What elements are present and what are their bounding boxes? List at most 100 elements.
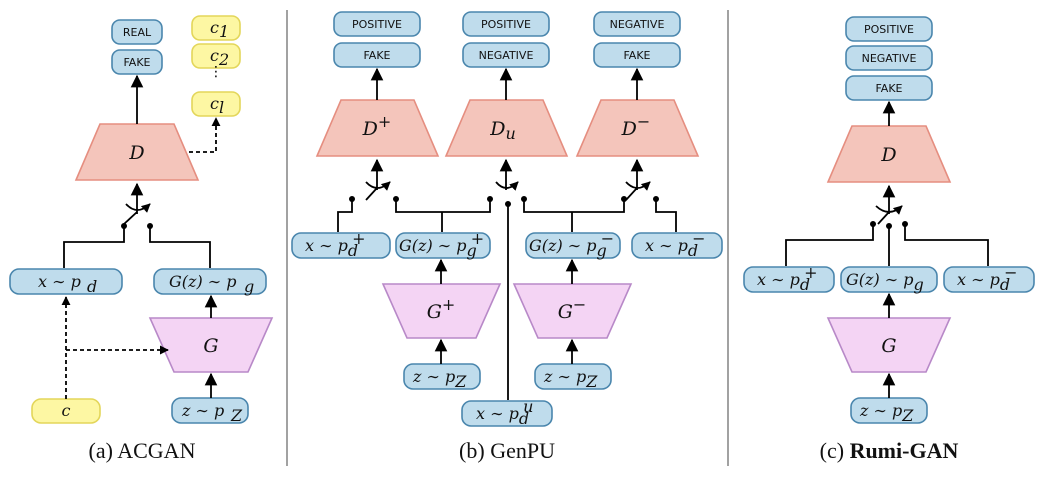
genpu-d-plus-label: D+ xyxy=(362,112,392,140)
genpu-dplus-output-1-label: POSITIVE xyxy=(352,18,402,31)
rumigan-output-2-label: NEGATIVE xyxy=(862,52,917,65)
genpu-switch-dminus-arc xyxy=(625,181,651,191)
genpu-d-plus xyxy=(315,99,440,157)
panel-genpu: POSITIVE FAKE POSITIVE NEGATIVE NEGATIVE… xyxy=(291,11,723,463)
genpu-noise-minus-box xyxy=(534,363,612,390)
genpu-caption: (b) GenPU xyxy=(459,438,555,463)
acgan-data-input-box xyxy=(9,268,123,295)
genpu-xplus-box xyxy=(291,232,391,259)
acgan-output-fake-label: FAKE xyxy=(123,56,150,69)
acgan-class-box-l xyxy=(191,91,241,117)
acgan-data-input-sub: d xyxy=(87,277,97,296)
genpu-gzminus-label: G(z) ∼ pg− xyxy=(529,229,614,260)
rumigan-wire-xminus xyxy=(904,224,989,266)
rumigan-xplus-label: x ∼ pd+ xyxy=(757,263,818,294)
acgan-noise-box xyxy=(171,397,249,424)
genpu-du-output-2-label: NEGATIVE xyxy=(479,49,534,62)
genpu-switch-dplus-arc xyxy=(365,181,391,191)
genpu-g-plus xyxy=(381,283,502,339)
acgan-gen-output-box xyxy=(153,268,267,295)
genpu-wire-gzminus-bus xyxy=(523,199,625,213)
rumigan-switch-arc xyxy=(875,205,903,215)
rumigan-noise-label: z ∼ pZ xyxy=(859,401,914,425)
acgan-output-real xyxy=(111,19,163,45)
rumigan-generator xyxy=(826,317,952,373)
genpu-gzplus-label: G(z) ∼ pg+ xyxy=(399,229,484,260)
genpu-du-output-1 xyxy=(462,11,550,37)
genpu-xu-label: x ∼ pdu xyxy=(476,397,533,428)
genpu-switch-dminus-lever xyxy=(625,187,638,201)
genpu-gzminus-box xyxy=(525,232,621,259)
genpu-du-output-1-label: POSITIVE xyxy=(481,18,531,31)
acgan-switch-lever xyxy=(123,211,138,225)
genpu-dplus-output-2-label: FAKE xyxy=(363,49,390,62)
genpu-wire-xminus xyxy=(655,199,677,232)
acgan-wire-gen xyxy=(149,226,211,268)
genpu-dminus-output-1 xyxy=(593,11,681,37)
rumigan-caption: (c) Rumi-GAN xyxy=(820,438,959,463)
genpu-xminus-box xyxy=(631,232,723,259)
acgan-class-link xyxy=(182,117,221,153)
rumigan-xplus-box xyxy=(743,266,835,293)
genpu-wire-xplus xyxy=(337,199,353,232)
genpu-g-plus-label: G+ xyxy=(427,295,456,323)
genpu-d-u xyxy=(444,99,569,157)
acgan-gen-output-label: G(z) ∼ p xyxy=(169,272,237,291)
acgan-gen-output-sub: g xyxy=(244,277,254,296)
genpu-gzplus-box xyxy=(395,232,491,259)
genpu-xminus-label: x ∼ pd− xyxy=(645,229,706,260)
acgan-class-sub-2: 2 xyxy=(218,50,229,69)
genpu-noise-minus-label: z ∼ pZ xyxy=(543,367,598,391)
genpu-switch-du-arc xyxy=(495,181,519,191)
acgan-class-label-2: c xyxy=(210,46,219,65)
genpu-dminus-output-2-label: FAKE xyxy=(623,49,650,62)
rumigan-gz-box xyxy=(840,266,938,293)
rumigan-output-3 xyxy=(845,75,933,101)
rumigan-wire-xplus xyxy=(785,224,874,266)
genpu-xplus-label: x ∼ pd+ xyxy=(305,229,366,260)
genpu-noise-plus-label: z ∼ pZ xyxy=(412,367,467,391)
panel-acgan: REAL FAKE c 1 c 2 ⋮ c l D x ∼ p d G(z) ∼… xyxy=(9,15,274,463)
acgan-output-fake xyxy=(111,49,163,75)
acgan-class-box-2 xyxy=(191,43,241,69)
genpu-dminus-output-2 xyxy=(593,42,681,68)
acgan-noise-sub: Z xyxy=(230,406,243,425)
genpu-dplus-output-1 xyxy=(333,11,421,37)
genpu-noise-plus-box xyxy=(403,363,481,390)
acgan-output-real-label: REAL xyxy=(123,26,152,39)
genpu-dplus-output-2 xyxy=(333,42,421,68)
acgan-discriminator-label: D xyxy=(128,142,144,164)
genpu-g-minus xyxy=(512,283,633,339)
acgan-class-label-1: c xyxy=(210,18,219,37)
rumigan-output-3-label: FAKE xyxy=(875,82,902,95)
acgan-caption: (a) ACGAN xyxy=(89,438,196,463)
genpu-d-minus xyxy=(575,99,700,157)
rumigan-switch-lever xyxy=(877,211,890,225)
rumigan-discriminator xyxy=(826,125,952,183)
acgan-class-sub-1: 1 xyxy=(219,22,229,41)
genpu-du-output-2 xyxy=(462,42,550,68)
genpu-dminus-output-1-label: NEGATIVE xyxy=(610,18,665,31)
genpu-switch-dplus-lever xyxy=(365,187,378,201)
rumigan-generator-label: G xyxy=(881,335,896,357)
acgan-class-sub-l: l xyxy=(219,98,224,117)
acgan-class-box-1 xyxy=(191,15,241,41)
rumigan-xminus-label: x ∼ pd− xyxy=(957,263,1018,294)
acgan-wire-data xyxy=(63,226,125,268)
acgan-discriminator xyxy=(74,123,200,181)
rumigan-gz-label: G(z) ∼ pg xyxy=(846,270,924,294)
genpu-d-minus-label: D− xyxy=(621,112,651,140)
rumigan-xminus-box xyxy=(943,266,1035,293)
rumigan-output-1-label: POSITIVE xyxy=(864,23,914,36)
acgan-condition-label: c xyxy=(62,401,71,420)
genpu-wire-gzplus-bus xyxy=(395,199,491,213)
acgan-data-input-label: x ∼ p xyxy=(38,272,81,291)
acgan-switch-arc xyxy=(125,203,151,213)
rumigan-discriminator-label: D xyxy=(880,144,896,166)
rumigan-output-1 xyxy=(845,16,933,42)
genpu-xu-box xyxy=(461,400,553,427)
rumigan-output-2 xyxy=(845,45,933,71)
genpu-d-u-label: Du xyxy=(489,118,516,143)
genpu-g-minus-label: G− xyxy=(558,295,587,323)
